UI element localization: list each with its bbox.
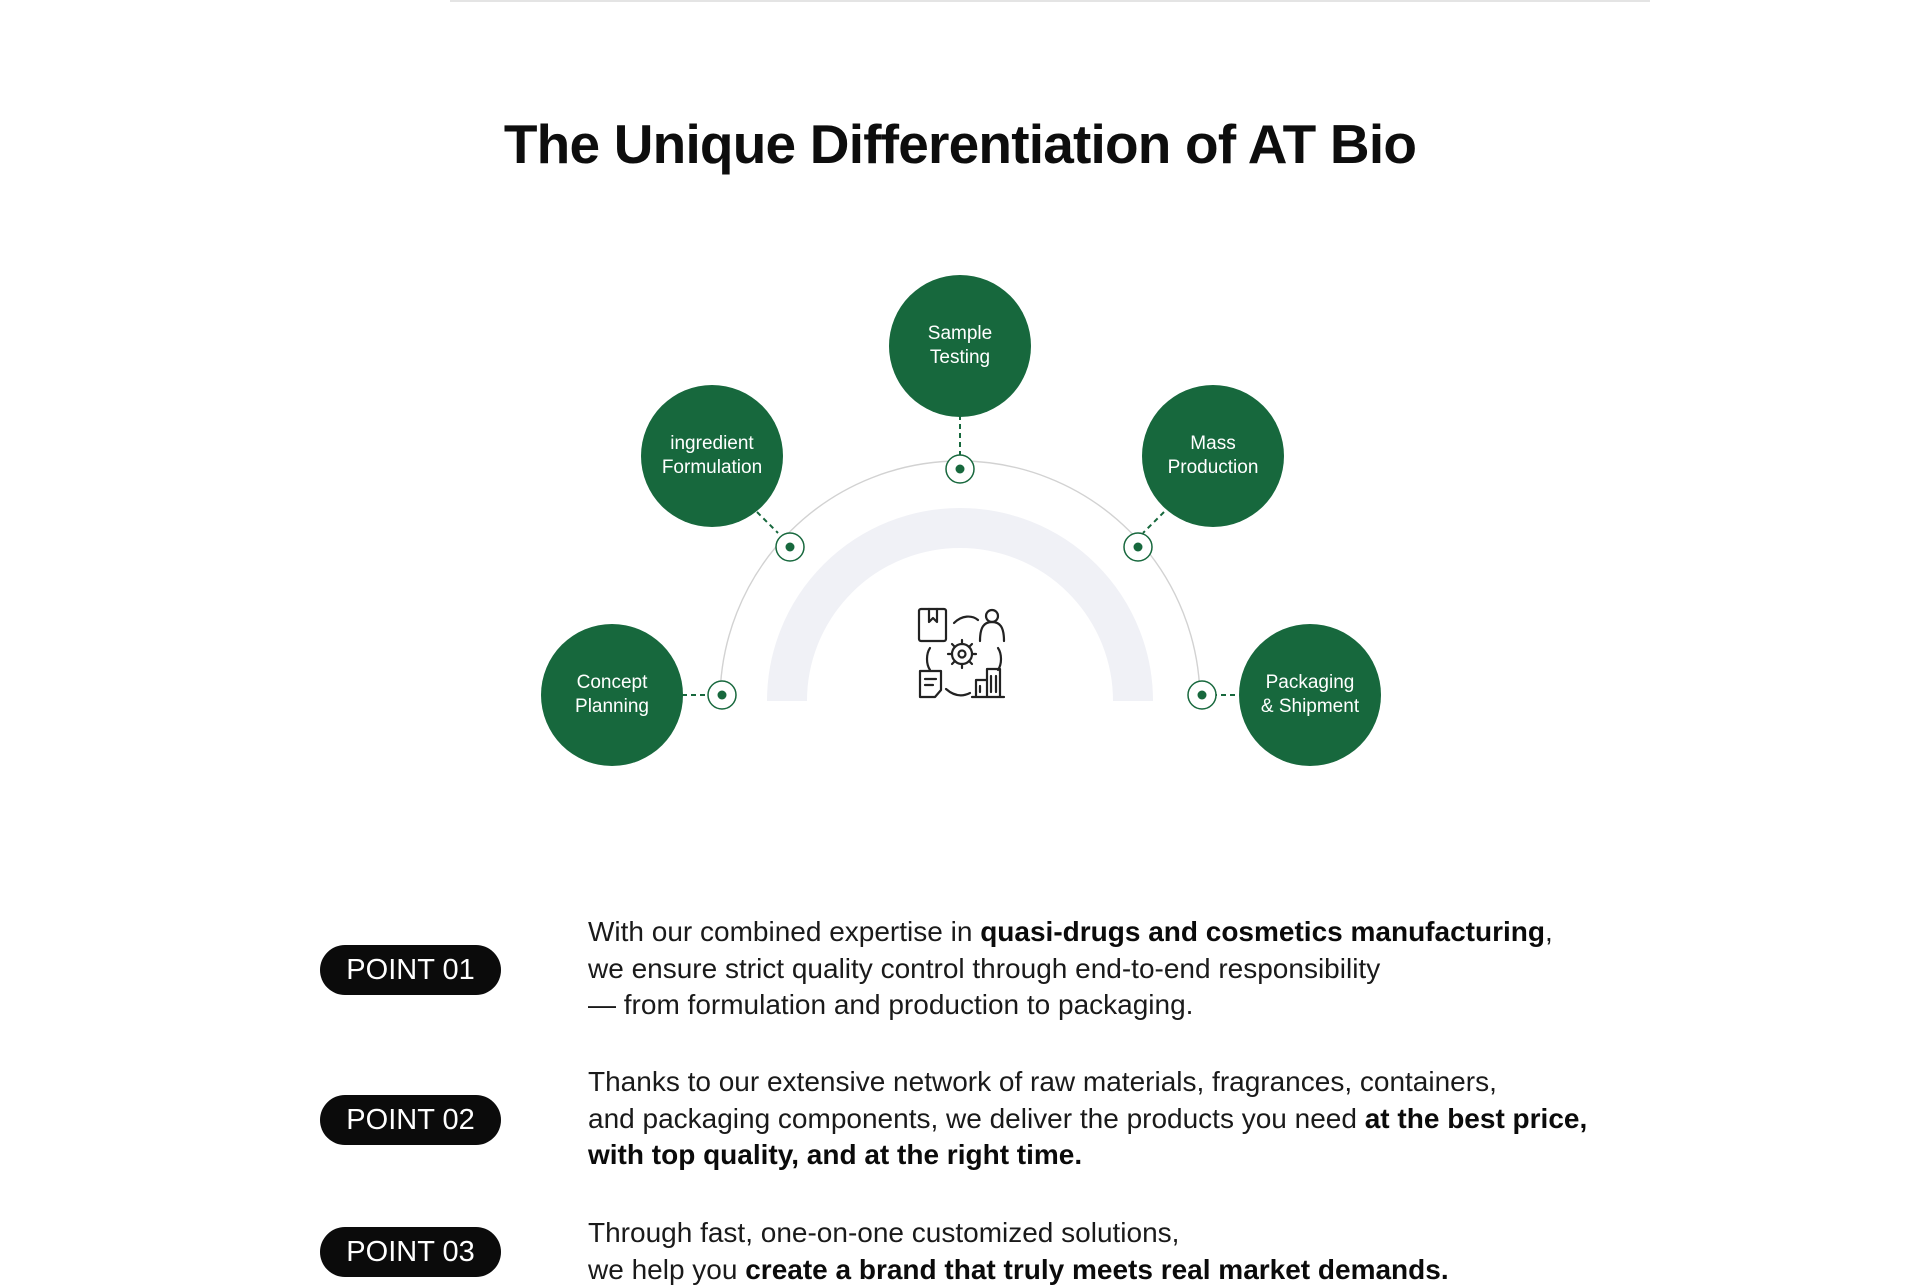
node-mass-production: Mass Production bbox=[1142, 385, 1284, 527]
process-diagram bbox=[682, 415, 1238, 710]
point-01-text: With our combined expertise in quasi-dru… bbox=[588, 916, 1553, 1020]
inner-arc bbox=[767, 508, 1153, 702]
page-title: The Unique Differentiation of AT Bio bbox=[503, 113, 1417, 175]
arc-dot-concept bbox=[707, 680, 737, 710]
connector-mass bbox=[1142, 511, 1165, 534]
point-03-text: Through fast, one-on-one customized solu… bbox=[588, 1217, 1449, 1285]
point-02-text: Thanks to our extensive network of raw m… bbox=[588, 1066, 1588, 1170]
top-divider bbox=[450, 0, 1650, 2]
node-sample-testing: Sample Testing bbox=[889, 275, 1031, 417]
point-03-badge: POINT 03 bbox=[320, 1227, 501, 1277]
arc-dot-packaging bbox=[1187, 680, 1217, 710]
arc-markers bbox=[707, 454, 1217, 710]
production-process-icon bbox=[917, 607, 1006, 699]
node-packaging-shipment: Packaging & Shipment bbox=[1239, 624, 1381, 766]
point-02-badge: POINT 02 bbox=[320, 1095, 501, 1145]
arc-dot-formulation bbox=[775, 532, 805, 562]
node-ingredient-formulation: ingredient Formulation bbox=[641, 385, 783, 527]
node-concept-planning: Concept Planning bbox=[541, 624, 683, 766]
arc-dot-mass bbox=[1123, 532, 1153, 562]
point-01-badge: POINT 01 bbox=[320, 945, 501, 995]
connector-formulation bbox=[756, 511, 779, 534]
arc-dot-sample bbox=[945, 454, 975, 484]
